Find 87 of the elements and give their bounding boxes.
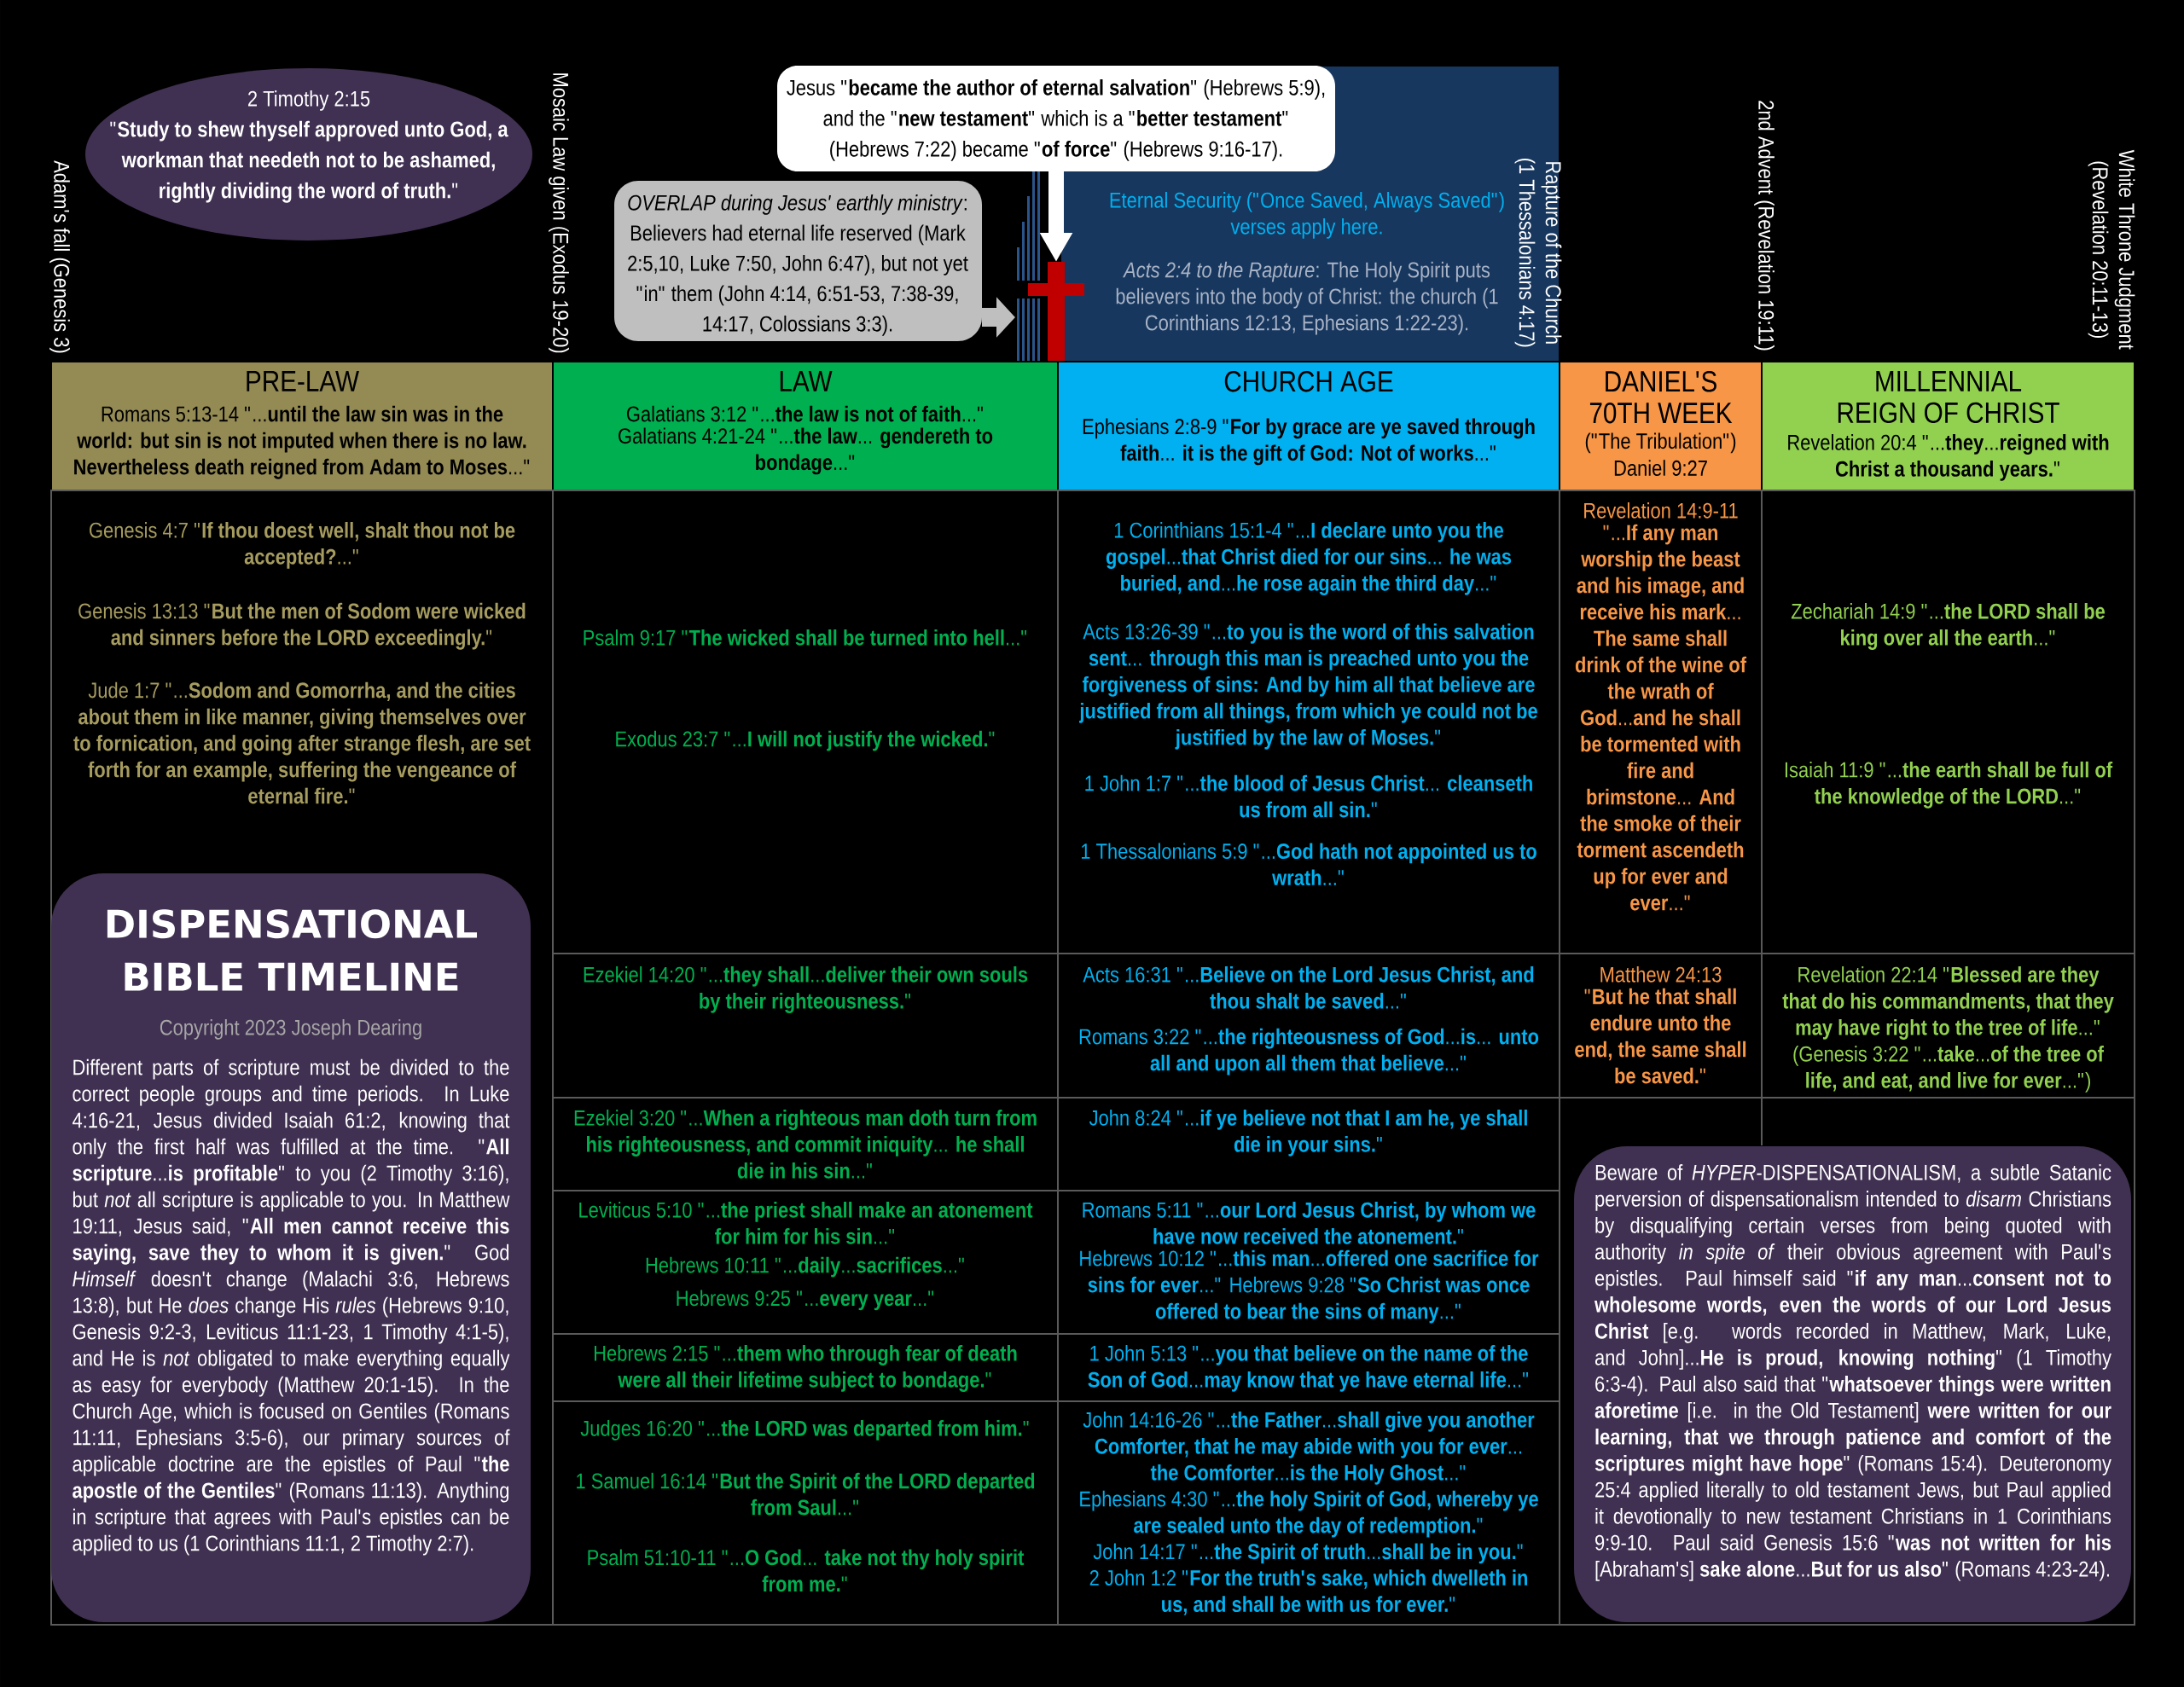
verse-text: Hebrews 9:25 "...every year...": [677, 1290, 934, 1311]
verse-reference: 2 Timothy 2:15: [248, 90, 370, 111]
verse-text: Ephesians 2:8-9 "For by grace are ye saved through faith... it is the gift of God: Not of works...": [1083, 418, 1535, 466]
striped-wedge: [1017, 171, 1040, 361]
verse-text: 2 John 1:2 "For the truth's sake, which dwelleth in us, and shall be with us for ever.": [1089, 1569, 1528, 1615]
table-cell: [1761, 490, 2135, 954]
era-title: CHURCH AGE: [1224, 371, 1393, 392]
table-cell: [1057, 953, 1560, 1099]
verse-text: Acts 16:31 "...Believe on the Lord Jesus Christ, and thou shalt be saved...": [1083, 966, 1534, 1009]
era-header: [1057, 361, 1560, 491]
verse-text: Ezekiel 3:20 "...When a righteous man doth turn from his righteousness, and commit iniquity... he shall die in his sin...": [574, 1110, 1037, 1179]
subtitle-text: ("The Tribulation"): [1585, 432, 1736, 454]
table-cell: [1057, 1400, 1560, 1626]
verse-text: Hebrews 10:11 "...daily...sacrifices...": [646, 1256, 964, 1278]
verse-reference: Revelation 14:9-11: [1584, 502, 1738, 519]
verse-text: "But he that shall endure unto the end, the same shall be saved.": [1575, 988, 1746, 1084]
verse-text: Leviticus 5:10 "...the priest shall make an atonement for him for his sin...": [579, 1202, 1033, 1244]
verse-reference: Matthew 24:13: [1600, 966, 1722, 983]
verse-text: "Study to shew thyself approved unto God, a workman that needeth not to be ashamed, rightly dividing the word of truth.": [110, 120, 508, 203]
note-text: Eternal Security ("Once Saved, Always Saved") verses apply here.: [1110, 192, 1504, 239]
verse-text: John 14:17 "...the Spirit of truth...shall be in you.": [1093, 1543, 1523, 1564]
cross-symbol: [1028, 262, 1084, 361]
verse-text: Hebrews 10:12 "...this man...offered one sacrifice for sins for ever..." Hebrews 9:28 "So Christ was once offered to bear the sins of many...": [1080, 1249, 1539, 1324]
verse-text: Judges 16:20 "...the LORD was departed from him.": [580, 1420, 1029, 1441]
verse-text: Revelation 22:14 "Blessed are they that do his commandments, that they may have right to the tree of life..." (Genesis 3:22 "...take...of the tree of life, and eat, and live for ever..."): [1782, 966, 2114, 1093]
table-cell: [1057, 1190, 1560, 1335]
table-cell: [552, 1190, 1059, 1335]
verse-text: Psalm 51:10-11 "...O God... take not thy holy spirit from me.": [588, 1549, 1025, 1592]
verse-text: Zechariah 14:9 "...the LORD shall be king over all the earth...": [1791, 603, 2106, 650]
event-label: 2nd Advent (Revelation 19:11): [1754, 101, 1774, 351]
event-label: Mosaic Law given (Exodus 19-20): [549, 73, 569, 353]
verse-text: Galatians 3:12 "...the law is not of faith...": [627, 405, 983, 422]
verse-reference: Daniel 9:27: [1614, 460, 1707, 476]
era-header: [50, 361, 554, 491]
table-cell: [1057, 1097, 1560, 1191]
era-title: LAW: [780, 371, 833, 391]
verse-text: Psalm 9:17 "The wicked shall be turned into hell...": [584, 629, 1027, 646]
table-cell: [1559, 953, 1763, 1099]
verse-text: Revelation 20:4 "...they...reigned with Christ a thousand years.": [1788, 434, 2109, 481]
verse-text: Genesis 4:7 "If thou doest well, shalt thou not be accepted?...": [90, 522, 515, 569]
table-cell: [1057, 1333, 1560, 1402]
note-text: Acts 2:4 to the Rapture: The Holy Spirit puts believers into the body of Christ: the church (1 Corinthians 12:13, Ephesians 1:22-23).: [1116, 261, 1498, 335]
event-label: Rapture of the Church (1 Thessalonians 4:17): [1514, 159, 1562, 347]
verse-text: Genesis 13:13 "But the men of Sodom were wicked and sinners before the LORD exceedingly.": [78, 602, 526, 650]
table-cell: [1761, 953, 2135, 1099]
verse-text: "...If any man worship the beast and his image, and receive his mark... The same shall drink of the wine of the wrath of God...and he shall be tormented with fire and brimstone... And the smoke of their torment ascendeth up for ever and ever...": [1575, 524, 1747, 911]
verse-text: Romans 5:11 "...our Lord Jesus Christ, by whom we have now received the atonement.": [1083, 1202, 1536, 1244]
verse-text: 1 John 5:13 "...you that believe on the name of the Son of God...may know that ye have eternal life...": [1088, 1345, 1529, 1392]
table-cell: [552, 1097, 1059, 1191]
era-header: [1559, 361, 1763, 491]
table-cell: [1559, 490, 1763, 954]
table-cell: [552, 490, 1059, 954]
era-header: [552, 361, 1059, 491]
warning-panel: Beware of HYPER-DISPENSATIONALISM, a subtle Satanic perversion of dispensationalism intended to disarm Christians by disqualifying certain verses from being quoted with authority in spite of their obvious agreement with Paul's epistles. Paul himself said "if any man...consent not to wholesome words, even the words of our Lord Jesus Christ [e.g. words recorded in Matthew, Mark, Luke, and John]...He is proud, knowing nothing" (1 Timothy 6:3-4). Paul also said that "whatsoever things were written aforetime [i.e. in the Old Testament] were written for our learning, that we through patience and comfort of the scriptures might have hope" (Romans 15:4). Deuteronomy 25:4 applied literally to old testament Jews, but Paul applied it devotionally to new testament Christians in 1 Corinthians 9:9-10. Paul said Genesis 15:6 "was not written for his [Abraham's] sake alone...But for us also" (Romans 4:23-24).: [1574, 1146, 2131, 1622]
table-cell: [552, 1333, 1059, 1402]
verse-text: Isaiah 11:9 "...the earth shall be full of the knowledge of the LORD...": [1785, 761, 2113, 809]
body-text: Different parts of scripture must be divided to the correct people groups and time periods. In Luke 4:16-21, Jesus divided Isaiah 61:2, knowing that only the first half was fulfilled at the time. "All scripture...is profitable" to you (2 Timothy 3:16), but not all scripture is applicable to you. In Matthew 19:11, Jesus said, "All men cannot receive this saying, save they to whom it is given." God Himself doesn't change (Malachi 3:6, Hebrews 13:8), but He does change His rules (Hebrews 9:10, Genesis 9:2-3, Leviticus 11:1-23, 1 Timothy 4:1-5), and He is not obligated to make everything equally as easy for everybody (Matthew 20:1-15). In the Church Age, which is focused on Gentiles (Romans 11:11, Ephesians 3:5-6), our primary sources of applicable doctrine are the epistles of Paul "the apostle of the Gentiles" (Romans 11:13). Anything in scripture that agrees with Paul's epistles can be applied to us (1 Corinthians 11:1, 2 Timothy 2:7).: [73, 1058, 510, 1556]
verse-text: Exodus 23:7 "...I will not justify the wicked.": [616, 730, 995, 751]
callout-ellipse: [85, 68, 532, 241]
era-title: MILLENNIAL REIGN OF CHRIST: [1838, 371, 2059, 424]
verse-text: 1 Thessalonians 5:9 "...God hath not appointed us to wrath...": [1081, 843, 1536, 886]
title: DISPENSATIONAL BIBLE TIMELINE: [107, 909, 477, 991]
verse-text: Ezekiel 14:20 "...they shall...deliver their own souls by their righteousness.": [584, 966, 1028, 1013]
verse-text: 1 Corinthians 15:1-4 "...I declare unto you the gospel...that Christ died for our sins... he was buried, and...he rose again the third day...": [1106, 522, 1512, 595]
era-header: [1761, 361, 2135, 491]
verse-text: John 8:24 "...if ye believe not that I am he, ye shall die in your sins.": [1089, 1110, 1527, 1157]
verse-text: 1 John 1:7 "...the blood of Jesus Christ... cleanseth us from all sin.": [1085, 774, 1532, 818]
verse-text: Romans 5:13-14 "...until the law sin was in the world: but sin is not imputed when there is no law. Nevertheless death reigned from Adam to Moses...": [74, 405, 530, 479]
table-cell: [1057, 490, 1560, 954]
era-title: PRE-LAW: [247, 371, 359, 391]
speech-bubble: OVERLAP during Jesus' earthly ministry: Believers had eternal life reserved (Mark 2:5,10, Luke 7:50, John 6:47), but not yet "in" them (John 4:14, 6:51-53, 7:38-39, 14:17, Colossians 3:3).: [614, 181, 982, 341]
verse-text: John 14:16-26 "...the Father...shall give you another Comforter, that he may abide with you for ever... the Comforter...is the Holy Ghost...": [1083, 1412, 1535, 1485]
verse-text: Acts 13:26-39 "...to you is the word of this salvation sent... through this man is preached unto you the forgiveness of sins: And by him all that believe are justified from all things, from which ye could not be justified by the law of Moses.": [1079, 623, 1537, 750]
verse-text: Romans 3:22 "...the righteousness of God...is... unto all and upon all them that believe...": [1079, 1028, 1539, 1075]
info-panel: [51, 873, 531, 1622]
copyright-text: Copyright 2023 Joseph Dearing: [160, 1019, 421, 1040]
table-cell: [552, 1400, 1059, 1626]
table-cell: [50, 490, 554, 1626]
verse-text: Galatians 4:21-24 "...the law... gendereth to bondage...": [619, 427, 993, 475]
verse-text: 1 Samuel 16:14 "But the Spirit of the LORD departed from Saul...": [577, 1472, 1035, 1516]
event-label: Adam's fall (Genesis 3): [49, 160, 70, 353]
verse-text: Jude 1:7 "...Sodom and Gomorrha, and the cities about them in like manner, giving themselves over to fornication, and going after strange flesh, are set forth for an example, suffering the vengeance of eternal fire.": [73, 681, 531, 804]
verse-text: Ephesians 4:30 "...the holy Spirit of God, whereby ye are sealed unto the day of redemption.": [1080, 1490, 1538, 1538]
era-title: DANIEL'S 70TH WEEK: [1589, 371, 1733, 424]
verse-text: Hebrews 2:15 "...them who through fear of death were all their lifetime subject to bondage.": [595, 1345, 1017, 1392]
table-cell: [552, 953, 1059, 1099]
speech-bubble: Jesus "became the author of eternal salvation" (Hebrews 5:9), and the "new testament" which is a "better testament" (Hebrews 7:22) became "of force" (Hebrews 9:16-17).: [777, 66, 1335, 171]
